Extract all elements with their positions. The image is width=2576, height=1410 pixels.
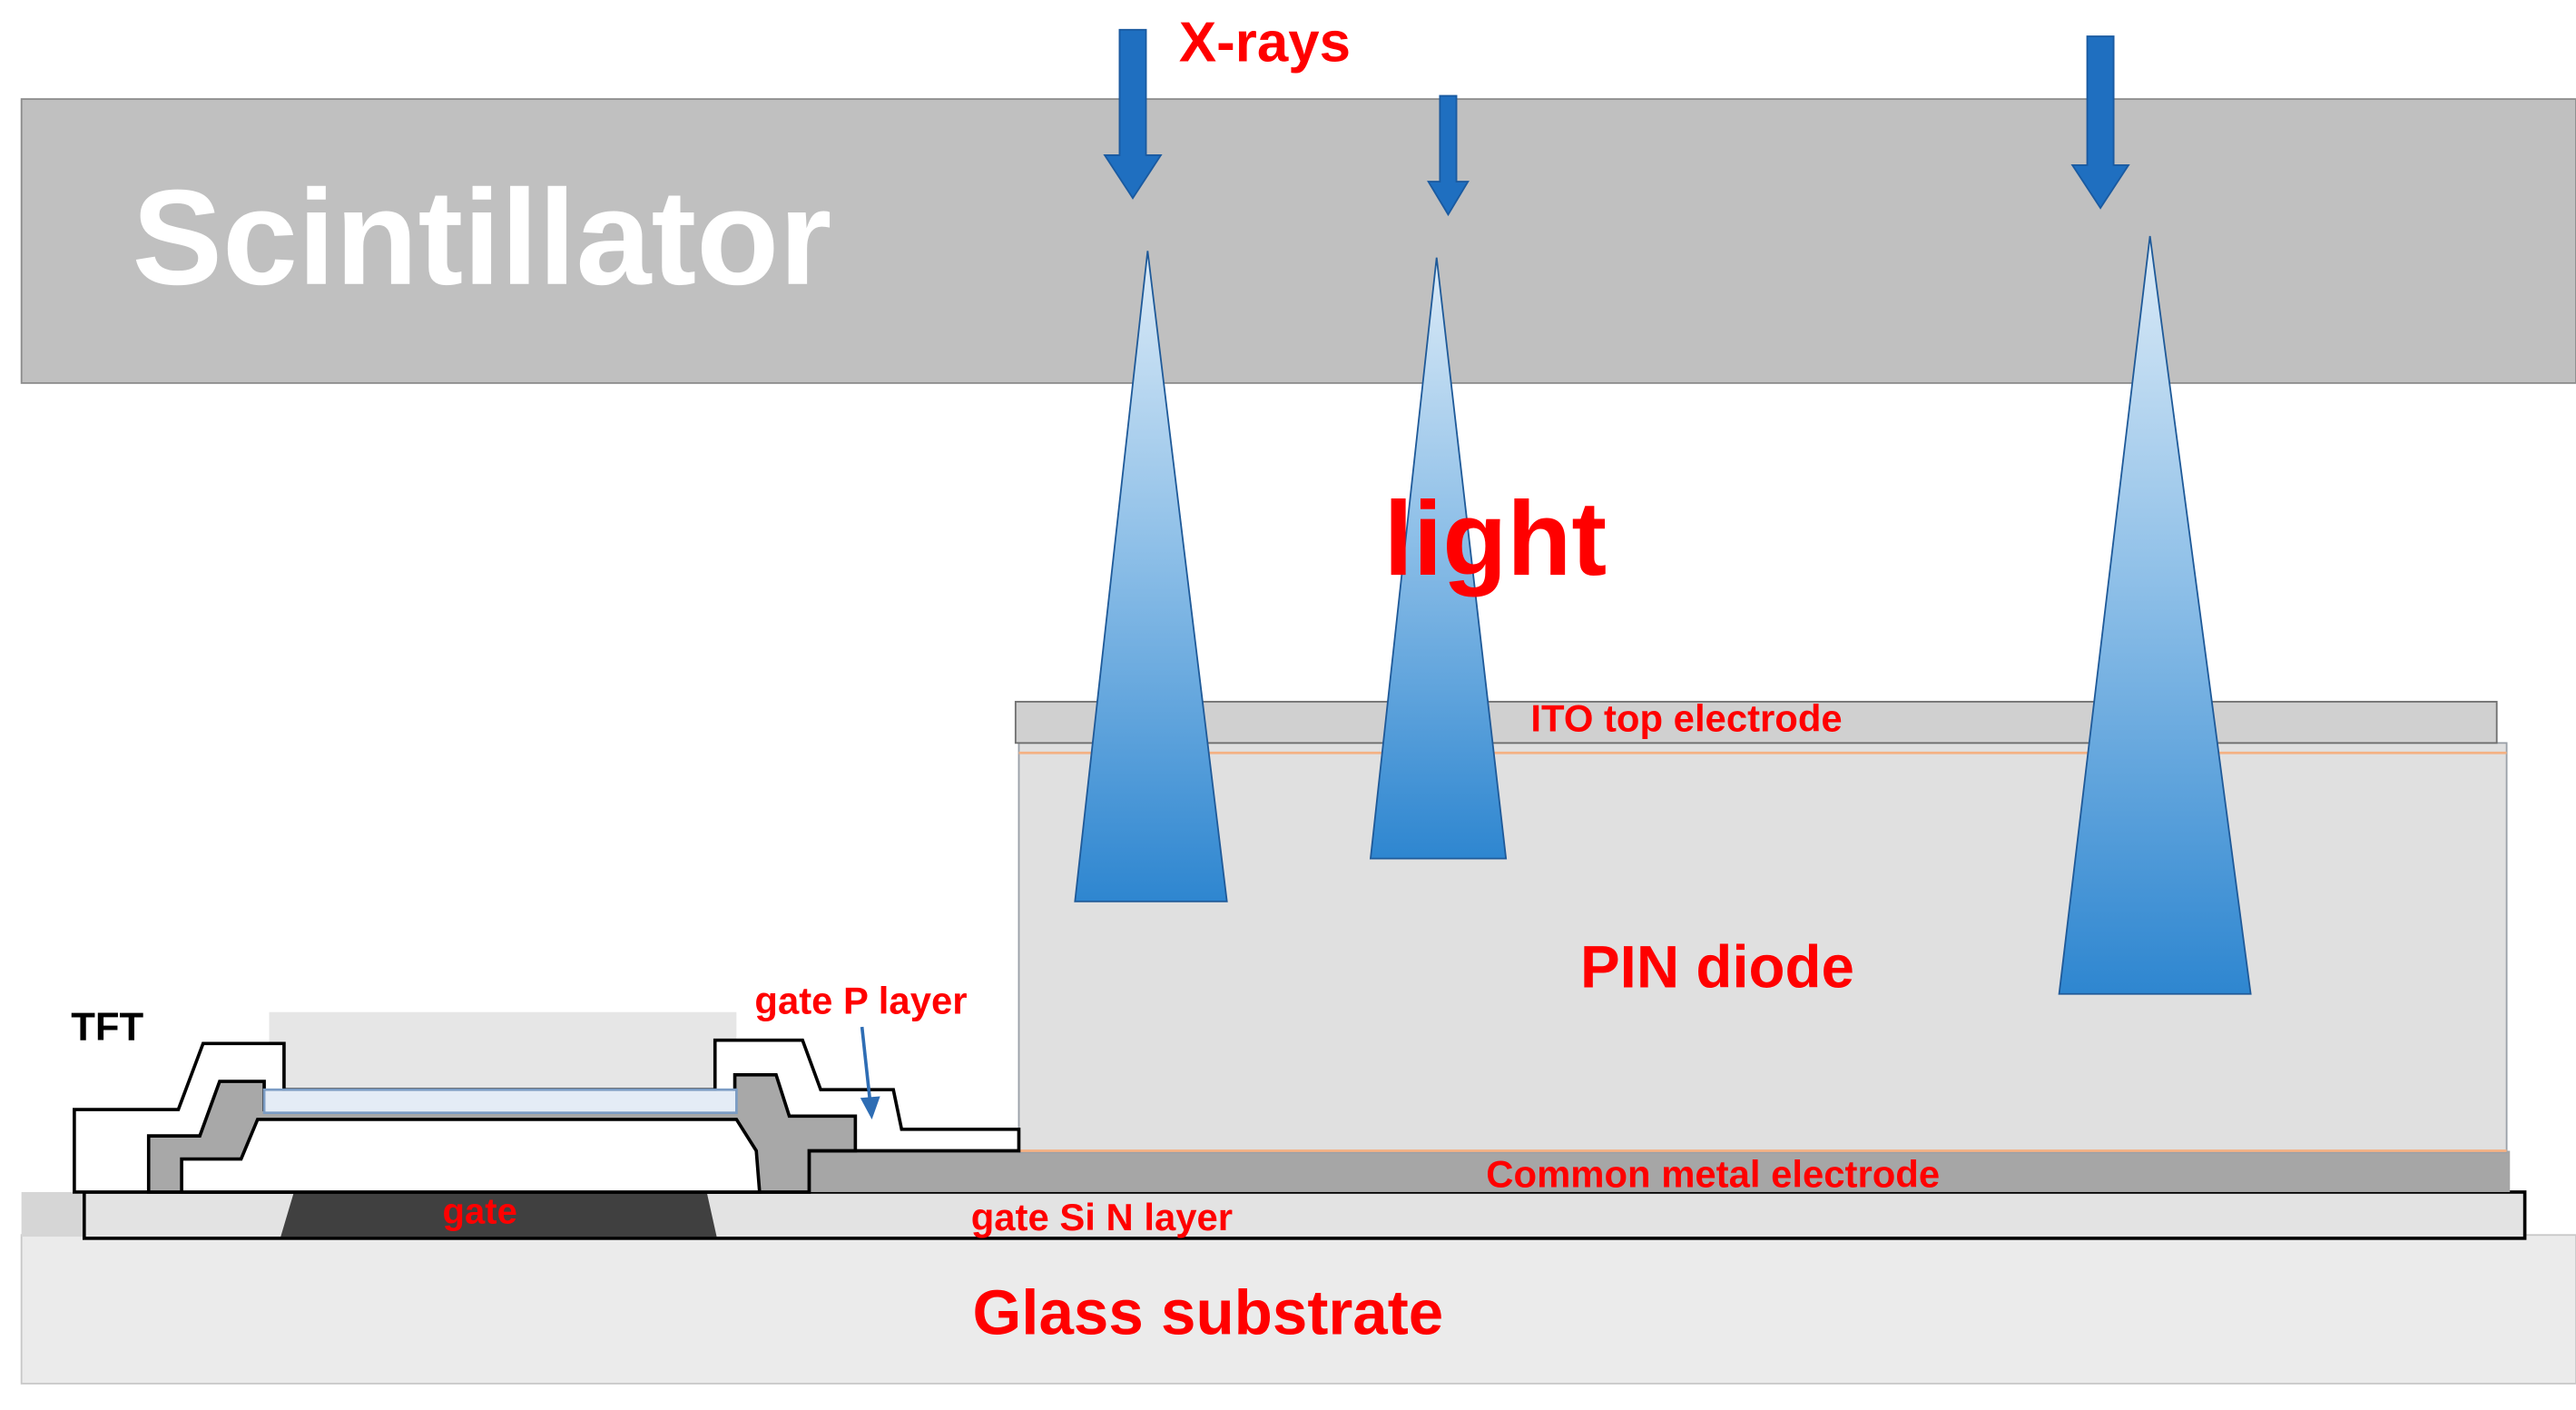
common-metal-electrode — [809, 1150, 2511, 1192]
gate-p-layer-label: gate P layer — [754, 980, 967, 1022]
pin-diode-label: PIN diode — [1580, 933, 1854, 1000]
common-metal-electrode-label: Common metal electrode — [1486, 1153, 1940, 1196]
tft-channel — [180, 1118, 762, 1194]
pin-diode — [1018, 742, 2508, 1154]
scintillator-label: Scintillator — [133, 162, 832, 313]
gate-p-pointer-head — [860, 1096, 880, 1119]
gate — [280, 1191, 717, 1237]
gate-label: gate — [443, 1192, 517, 1232]
xray-arrow-1 — [1103, 28, 1163, 200]
tft-label: TFT — [71, 1005, 143, 1050]
tft-top-region — [269, 1011, 737, 1099]
glass-substrate-label: Glass substrate — [973, 1277, 1444, 1347]
xray-arrow-3 — [2070, 35, 2130, 210]
tft-structure — [73, 1011, 1021, 1194]
xray-arrow-2 — [1427, 94, 1470, 217]
gate-p-pointer-line — [860, 1026, 872, 1103]
gate-sin-left-strip — [21, 1191, 88, 1237]
gate-p-layer-strip — [262, 1088, 738, 1115]
xrays-label: X-rays — [1179, 11, 1351, 74]
ito-top-electrode — [1014, 700, 2498, 744]
ito-label: ITO top electrode — [1530, 697, 1842, 740]
light-cone-2 — [1369, 257, 1508, 860]
gate-sin-layer-label: gate Si N layer — [971, 1196, 1233, 1238]
light-label: light — [1384, 479, 1608, 597]
glass-substrate — [20, 1234, 2576, 1385]
light-cone-1 — [1074, 251, 1228, 902]
light-cone-3 — [2058, 235, 2252, 995]
